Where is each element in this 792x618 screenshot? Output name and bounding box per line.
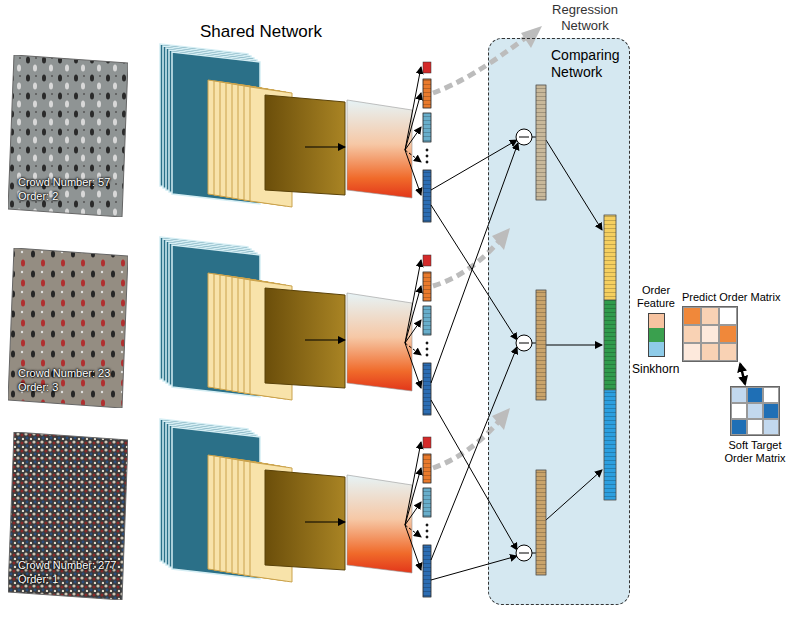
- feature-cell: [649, 314, 664, 328]
- image-caption: Order: 2: [18, 189, 110, 203]
- crowd-image: Crowd Number: 57Order: 2: [8, 55, 128, 217]
- shared-network-row: [160, 44, 431, 222]
- shared-network-row: [160, 419, 431, 597]
- comparing-wires: [431, 137, 602, 580]
- subtract-symbols: [516, 129, 532, 561]
- photo-caption: Crowd Number: 23Order: 3: [18, 366, 110, 394]
- order-feature: Order Feature: [634, 284, 678, 357]
- order-matrix-grid: [730, 386, 780, 436]
- group-title: Comparing Network: [551, 47, 627, 81]
- order-matrix: Soft Target Order Matrix: [722, 386, 788, 465]
- order-matrix-grid: [682, 306, 738, 362]
- matrix-cell: [763, 403, 779, 419]
- image-caption: Order: 3: [18, 380, 110, 394]
- image-caption: Crowd Number: 57: [18, 175, 110, 189]
- matrix-cell: [683, 343, 701, 361]
- matrix-cell: [701, 307, 719, 325]
- node-heading: Predict Order Matrix: [682, 291, 780, 304]
- text-label: Regression Network: [548, 2, 622, 34]
- photo-frame: [8, 55, 128, 217]
- matrix-cell: [701, 325, 719, 343]
- matrix-cell: [747, 387, 763, 403]
- feature-cell: [649, 328, 664, 342]
- concatenated-vector: [604, 215, 616, 500]
- order-comparison-arrow: [740, 364, 745, 384]
- matrix-cell: [719, 343, 737, 361]
- image-caption: Order: 1: [18, 572, 116, 586]
- photo-frame: [8, 432, 128, 600]
- matrix-cell: [731, 387, 747, 403]
- order-matrix: Predict Order Matrix: [682, 291, 780, 362]
- photo-caption: Crowd Number: 57Order: 2: [18, 175, 110, 203]
- comparing-network-ground: [488, 38, 630, 605]
- matrix-cell: [683, 307, 701, 325]
- text-label: Shared Network: [200, 22, 322, 42]
- matrix-cell: [701, 343, 719, 361]
- order-feature-cells: [648, 313, 665, 357]
- matrix-cell: [763, 419, 779, 435]
- node-heading: Soft Target Order Matrix: [722, 439, 788, 465]
- matrix-cell: [763, 387, 779, 403]
- photo-frame: [8, 248, 128, 408]
- feature-cell: [649, 342, 664, 356]
- matrix-cell: [683, 325, 701, 343]
- matrix-cell: [747, 419, 763, 435]
- image-caption: Crowd Number: 277: [18, 558, 116, 572]
- matrix-cell: [719, 307, 737, 325]
- text-label: Sinkhorn: [632, 362, 679, 376]
- node-heading: Order Feature: [634, 284, 678, 310]
- difference-vectors: [536, 85, 546, 575]
- matrix-cell: [719, 325, 737, 343]
- matrix-cell: [731, 419, 747, 435]
- crowd-image: Crowd Number: 277Order: 1: [8, 432, 128, 600]
- comparing-network-box: Comparing Network: [488, 38, 630, 605]
- photo-caption: Crowd Number: 277Order: 1: [18, 558, 116, 586]
- image-caption: Crowd Number: 23: [18, 366, 110, 380]
- shared-network-row: [160, 237, 431, 415]
- crowd-image: Crowd Number: 23Order: 3: [8, 248, 128, 408]
- matrix-cell: [731, 403, 747, 419]
- matrix-cell: [747, 403, 763, 419]
